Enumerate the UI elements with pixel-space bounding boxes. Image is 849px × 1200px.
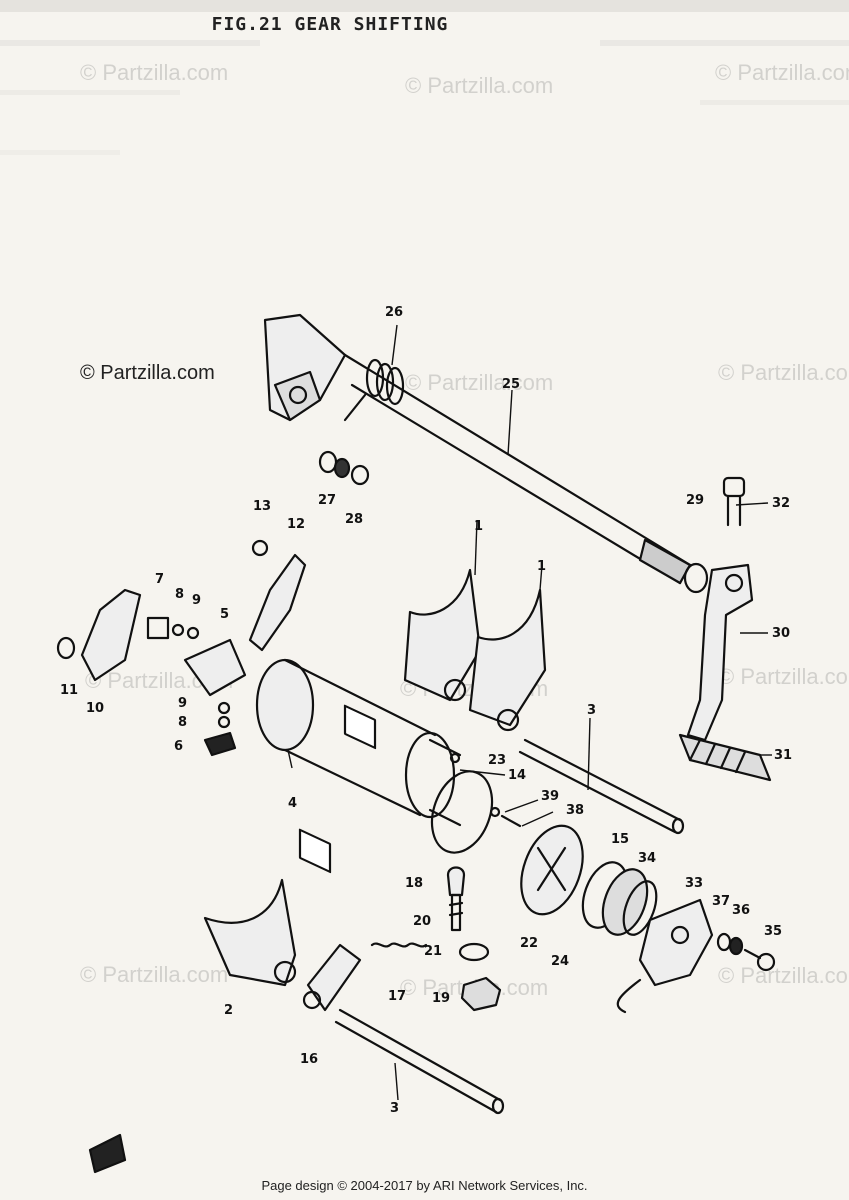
figure-title: FIG.21 GEAR SHIFTING: [211, 14, 449, 35]
callout-32: 32: [772, 496, 791, 511]
spring-17: [370, 942, 428, 948]
gear-shift-lever: [678, 563, 772, 782]
washer-nut-27-28: [318, 450, 370, 486]
callout-28: 28: [345, 512, 364, 527]
callout-13: 13: [253, 499, 272, 514]
callout-9: 9: [192, 593, 202, 608]
callout-14: 14: [508, 768, 527, 783]
callout-30: 30: [772, 626, 791, 641]
callout-19: 19: [432, 991, 451, 1006]
watermark-partzilla: © Partzilla.com: [80, 362, 215, 384]
callout-27: 27: [318, 493, 337, 508]
pin-8: [171, 623, 185, 637]
shift-fork-1a: [403, 568, 482, 702]
scan-noise: [0, 0, 849, 155]
gear-shift-cam: [255, 658, 462, 874]
stopper-cross: [536, 846, 567, 892]
arm-hole: [302, 990, 322, 1010]
callout-20: 20: [413, 914, 432, 929]
watermark-partzilla: © Partzilla.com: [718, 664, 849, 689]
callout-2: 2: [224, 1003, 234, 1018]
callout-34: 34: [638, 851, 657, 866]
callout-16: 16: [300, 1052, 319, 1067]
callout-31: 31: [774, 748, 793, 763]
callout-7: 7: [155, 572, 165, 587]
callout-3b: 3: [390, 1101, 400, 1116]
circlip-34: [622, 880, 658, 936]
callout-8: 8: [175, 587, 185, 602]
neutral-switch-33: [616, 898, 714, 1014]
watermark-partzilla: © Partzilla.com: [718, 360, 849, 385]
fork-shaft-upper: [518, 738, 685, 835]
callout-5: 5: [220, 607, 230, 622]
callout-26: 26: [385, 305, 404, 320]
bush-29: [683, 562, 709, 594]
callout-21: 21: [424, 944, 443, 959]
callout-9b: 9: [178, 696, 188, 711]
callout-3: 3: [587, 703, 597, 718]
washer-21: [458, 942, 490, 962]
watermark-partzilla: © Partzilla.com: [718, 963, 849, 988]
watermark-partzilla: © Partzilla.com: [80, 60, 229, 85]
callout-15: 15: [611, 832, 630, 847]
pin-23: [449, 752, 461, 764]
callout-33: 33: [685, 876, 704, 891]
fork-shaft-lower: [334, 1008, 505, 1115]
cam-driven-gear-5: [183, 638, 247, 697]
callout-6: 6: [174, 739, 184, 754]
callout-29: 29: [686, 493, 705, 508]
watermark-partzilla: © Partzilla.com: [405, 73, 554, 98]
spring-39: [489, 806, 501, 818]
cam-guide-plate-12: [248, 553, 307, 652]
pin-9: [186, 626, 200, 640]
shift-shaft: [263, 313, 692, 585]
callout-23: 23: [488, 753, 507, 768]
watermark-partzilla: © Partzilla.com: [715, 60, 849, 85]
pin-8b: [217, 715, 231, 729]
callout-36: 36: [732, 903, 751, 918]
callout-11: 11: [60, 683, 79, 698]
callout-10: 10: [86, 701, 105, 716]
cam-stopper-plate-10: [80, 588, 142, 682]
callout-35: 35: [764, 924, 783, 939]
callout-17: 17: [388, 989, 407, 1004]
washer-36: [728, 936, 744, 956]
callout-24: 24: [551, 954, 570, 969]
corner-part: [88, 1133, 127, 1174]
watermark-partzilla: © Partzilla.com: [80, 962, 229, 987]
pin-38: [500, 814, 522, 828]
callout-12: 12: [287, 517, 306, 532]
o-ring-14: [430, 770, 494, 854]
cam-stopper-arm-16: [306, 943, 362, 1012]
callout-38: 38: [566, 803, 585, 818]
screw-13: [251, 539, 269, 557]
pin-7: [146, 616, 170, 640]
washer-11: [56, 636, 76, 660]
callout-37: 37: [712, 894, 731, 909]
bolt-32: [722, 476, 746, 527]
callout-22: 22: [520, 936, 539, 951]
bearing-15: [581, 861, 649, 936]
o-ring-37: [716, 932, 732, 952]
leader-lines: [287, 324, 772, 1101]
callout-4: 4: [288, 796, 298, 811]
gear-shift-cam-stopper-18: [446, 866, 466, 932]
callout-25: 25: [502, 377, 521, 392]
pin-9b: [217, 701, 231, 715]
callout-1b: 1: [537, 559, 547, 574]
callout-8b: 8: [178, 715, 188, 730]
screw-35: [743, 948, 776, 972]
watermark-partzilla: © Partzilla.com: [405, 370, 554, 395]
shift-fork-1b: [468, 588, 547, 732]
cap-19: [460, 976, 502, 1012]
shift-fork-2: [203, 878, 297, 987]
callout-1: 1: [474, 519, 484, 534]
pin-6: [203, 731, 237, 757]
callout-39: 39: [541, 789, 560, 804]
callout-18: 18: [405, 876, 424, 891]
page-footer: Page design © 2004-2017 by ARI Network S…: [261, 1178, 588, 1193]
